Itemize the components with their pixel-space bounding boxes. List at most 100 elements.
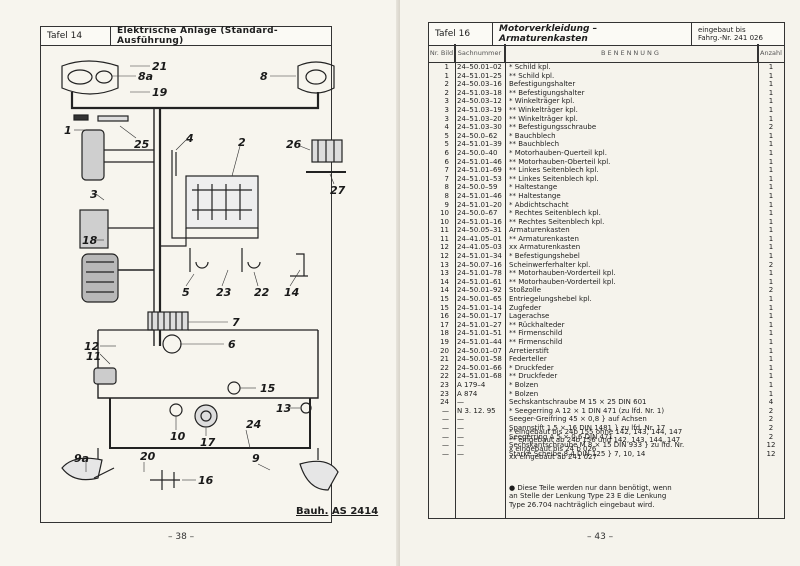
cell-description: Lagerachse: [509, 312, 550, 321]
callout-24: 24: [246, 418, 261, 431]
cell-quantity: 12: [766, 441, 776, 450]
serial-range: eingebaut bis Fahrg.-Nr. 241 026: [698, 26, 763, 42]
cell-description: Sechskantschraube M 8 × 15 DIN 933 } zu …: [509, 441, 685, 450]
cell-quantity: 2: [768, 406, 774, 415]
table-row: 23 A 874 * Bolzen 1: [429, 390, 784, 399]
cell-pos: 22: [440, 363, 449, 372]
cell-part-number: 24–51.01–14: [457, 303, 502, 312]
cell-part-number: 24–51.01–78: [457, 269, 502, 278]
cell-quantity: 1: [768, 166, 774, 175]
callout-12: 12: [84, 340, 100, 353]
cell-description: ** Haltestange: [509, 191, 561, 200]
footnotes: * eingebaut bis 24b 155 ohne 142, 143, 1…: [509, 428, 756, 462]
right-page: [400, 0, 800, 566]
cell-quantity: 1: [768, 320, 774, 329]
col-description: BENENNUNG: [505, 44, 758, 62]
cell-description: Scheinwerferhalter kpl.: [509, 260, 591, 269]
table-header: Nr. Bild Sachnummer BENENNUNG Anzahl: [429, 44, 784, 63]
cell-quantity: 2: [768, 432, 774, 441]
cell-pos: 9: [444, 200, 449, 209]
note-line: xx eingebaut ab 241 027: [509, 453, 597, 462]
cell-pos: 12: [440, 252, 449, 261]
cell-pos: 3: [444, 114, 449, 123]
cell-part-number: 24–50.0–59: [457, 183, 498, 192]
cell-quantity: 2: [768, 123, 774, 132]
cell-description: Stoßzolle: [509, 286, 542, 295]
cell-description: * Bolzen: [509, 389, 539, 398]
cell-quantity: 1: [768, 234, 774, 243]
cell-description: * Abdichtschacht: [509, 200, 569, 209]
cell-pos: 5: [444, 140, 449, 149]
cell-part-number: —: [457, 449, 464, 458]
cell-pos: 22: [440, 372, 449, 381]
cell-quantity: 1: [768, 63, 774, 71]
cell-description: ** Armaturenkasten: [509, 234, 579, 243]
cell-part-number: 24–51.01–61: [457, 277, 502, 286]
cell-pos: 24: [440, 398, 449, 407]
cell-part-number: 24–51.01–51: [457, 329, 502, 338]
cell-quantity: 1: [768, 148, 774, 157]
page-title: Elektrische Anlage (Standard-Ausführung): [117, 26, 278, 46]
cell-part-number: 24–51.01–34: [457, 252, 502, 261]
cell-pos: 23: [440, 389, 449, 398]
right-page-header: Tafel 16 Motorverkleidung – Armaturenkas…: [428, 22, 785, 46]
cell-description: ** Firmenschild: [509, 329, 563, 338]
cell-pos: 15: [440, 303, 449, 312]
cell-pos: 1: [444, 71, 449, 80]
cell-part-number: 24–51.03–19: [457, 105, 502, 114]
cell-pos: 3: [444, 105, 449, 114]
cell-quantity: 1: [768, 191, 774, 200]
cell-description: * Bolzen: [509, 380, 539, 389]
cell-description: Starke Scheibe 8,4 DIN 125 } 7, 10, 14: [509, 449, 646, 458]
col-pos: Nr. Bild: [429, 44, 455, 62]
cell-quantity: 1: [768, 346, 774, 355]
cell-part-number: 24–50.01–66: [457, 363, 502, 372]
cell-quantity: 2: [768, 286, 774, 295]
right-page-number: – 43 –: [587, 532, 614, 542]
cell-quantity: 1: [768, 243, 774, 252]
callout-14: 14: [284, 286, 299, 299]
cell-part-number: A 874: [457, 389, 478, 398]
callout-23: 23: [216, 286, 232, 299]
cell-description: * Winkelträger kpl.: [509, 97, 575, 106]
cell-part-number: —: [457, 432, 464, 441]
callout-9a: 9a: [74, 452, 89, 465]
cell-part-number: 24–50.01–02: [457, 63, 502, 71]
cell-description: Sechskantschraube M 15 × 25 DIN 601: [509, 398, 647, 407]
cell-quantity: 1: [768, 183, 774, 192]
cell-pos: —: [442, 432, 449, 441]
cell-part-number: —: [457, 415, 464, 424]
cell-pos: 21: [440, 355, 449, 364]
cell-description: Arretierstift: [509, 346, 549, 355]
cell-pos: 3: [444, 97, 449, 106]
cell-quantity: 1: [768, 312, 774, 321]
callout-27: 27: [330, 184, 346, 197]
column-rule: [505, 44, 506, 518]
cell-pos: 7: [444, 166, 449, 175]
cell-quantity: 1: [768, 389, 774, 398]
cell-part-number: 24–50.0–67: [457, 209, 498, 218]
callout-17: 17: [200, 436, 216, 449]
plate-number: Tafel 14: [41, 27, 111, 45]
cell-quantity: 1: [768, 131, 774, 140]
cell-quantity: 1: [768, 200, 774, 209]
cell-description: Seeger-Greifring 45 × 0,8 } auf Achsen: [509, 415, 647, 424]
callout-4: 4: [185, 132, 194, 145]
cell-part-number: 24–51.01–69: [457, 166, 502, 175]
wiring-diagram-frame: [40, 44, 332, 523]
cell-part-number: 24–51.03–20: [457, 114, 502, 123]
cell-quantity: 1: [768, 372, 774, 381]
cell-description: Befestigungshalter: [509, 80, 576, 89]
cell-description: ** Schild kpl.: [509, 71, 555, 80]
column-rule: [758, 44, 759, 518]
